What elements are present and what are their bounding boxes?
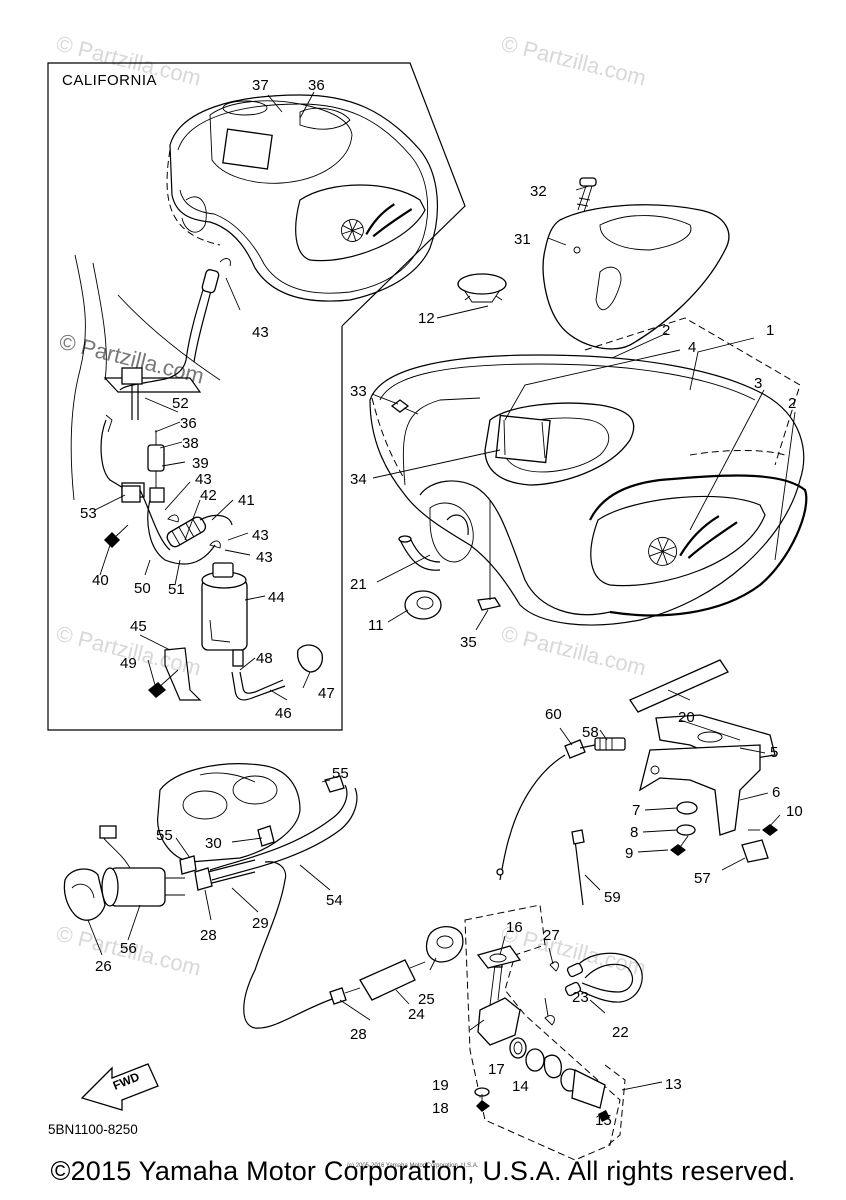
fuel-pump-assembly: [63, 763, 358, 921]
callout-8: 8: [630, 824, 638, 841]
callout-55: 55: [332, 765, 349, 782]
callout-16: 16: [506, 919, 523, 936]
leader-lines: [87, 91, 796, 1091]
callout-43: 43: [195, 471, 212, 488]
callout-14: 14: [512, 1078, 529, 1095]
callout-36: 36: [180, 415, 197, 432]
fwd-arrow: FWD: [80, 1063, 159, 1111]
callout-20: 20: [678, 709, 695, 726]
fuel-cock-assembly: [464, 904, 643, 1161]
callout-57: 57: [694, 870, 711, 887]
damper-11: [404, 590, 442, 620]
callout-56: 56: [120, 940, 137, 957]
callout-24: 24: [408, 1006, 425, 1023]
callout-7: 7: [632, 802, 640, 819]
callout-1: 1: [766, 322, 774, 339]
callout-17: 17: [488, 1061, 505, 1078]
callout-31: 31: [514, 231, 531, 248]
callout-4: 4: [688, 339, 696, 356]
callout-28: 28: [350, 1026, 367, 1043]
callout-30: 30: [205, 835, 222, 852]
callout-26: 26: [95, 958, 112, 975]
callout-43: 43: [256, 549, 273, 566]
callout-43: 43: [252, 324, 269, 341]
callout-39: 39: [192, 455, 209, 472]
callout-21: 21: [350, 576, 367, 593]
holder-25: [425, 926, 464, 963]
watermark: © Partzilla.com: [499, 621, 649, 681]
callout-50: 50: [134, 580, 151, 597]
watermark: © Partzilla.com: [499, 31, 649, 91]
callout-5: 5: [770, 744, 778, 761]
california-fuel-tank: [166, 94, 438, 302]
callout-28: 28: [200, 927, 217, 944]
callout-37: 37: [252, 77, 269, 94]
callout-2: 2: [788, 395, 796, 412]
main-fuel-tank: [369, 354, 808, 626]
callout-33: 33: [350, 383, 367, 400]
assembly-1-bracket: [584, 317, 801, 466]
callout-43: 43: [252, 527, 269, 544]
choke-cable: [496, 737, 626, 906]
callout-32: 32: [530, 183, 547, 200]
callout-13: 13: [665, 1076, 682, 1093]
callout-9: 9: [625, 845, 633, 862]
callout-36: 36: [308, 77, 325, 94]
callout-29: 29: [252, 915, 269, 932]
callout-18: 18: [432, 1100, 449, 1117]
callout-42: 42: [200, 487, 217, 504]
callout-44: 44: [268, 589, 285, 606]
callout-23: 23: [572, 989, 589, 1006]
callout-34: 34: [350, 471, 367, 488]
callout-22: 22: [612, 1024, 629, 1041]
callout-46: 46: [275, 705, 292, 722]
watermark-layer: © Partzilla.com © Partzilla.com © Partzi…: [54, 31, 649, 981]
assembly-13-bracket: [604, 1064, 626, 1146]
callout-15: 15: [595, 1112, 612, 1129]
callout-47: 47: [318, 685, 335, 702]
callout-10: 10: [786, 803, 803, 820]
california-label: CALIFORNIA: [62, 72, 158, 89]
callout-60: 60: [545, 706, 562, 723]
california-inset-frame: [47, 62, 466, 731]
callout-2: 2: [662, 322, 670, 339]
callout-38: 38: [182, 435, 199, 452]
cap-12: [457, 273, 507, 303]
hose-21: [398, 535, 441, 571]
callout-12: 12: [418, 310, 435, 327]
callout-3: 3: [754, 375, 762, 392]
callout-51: 51: [168, 581, 185, 598]
callout-55: 55: [156, 827, 173, 844]
callout-19: 19: [432, 1077, 449, 1094]
callout-59: 59: [604, 889, 621, 906]
california-evap-system: [70, 254, 324, 701]
bolt-33: [390, 399, 419, 415]
callout-45: 45: [130, 618, 147, 635]
callout-41: 41: [238, 492, 255, 509]
pad-35: [477, 500, 502, 611]
callout-labels: 1 2 2 3 4 5 6 7 8 9 10 11 12 13 14 15 16…: [80, 77, 803, 1129]
callout-40: 40: [92, 572, 109, 589]
diagram-code: 5BN1100-8250: [48, 1122, 138, 1137]
callout-58: 58: [582, 724, 599, 741]
callout-11: 11: [368, 617, 384, 634]
callout-27: 27: [543, 927, 560, 944]
callout-52: 52: [172, 395, 189, 412]
copyright-footer: ©2015 Yamaha Motor Corporation, U.S.A. A…: [50, 1156, 796, 1186]
callout-53: 53: [80, 505, 97, 522]
callout-6: 6: [772, 784, 780, 801]
callout-35: 35: [460, 634, 477, 651]
callout-25: 25: [418, 991, 435, 1008]
tank-bracket: [638, 714, 778, 863]
fuel-filter-24: [344, 959, 426, 1001]
tank-cover-31: [542, 204, 730, 350]
callout-48: 48: [256, 650, 273, 667]
screw-32: [576, 177, 597, 213]
fuel-hose-28: [243, 861, 347, 1029]
callout-49: 49: [120, 655, 137, 672]
callout-54: 54: [326, 892, 343, 909]
damper-20: [629, 659, 729, 713]
fine-print-copyright: (c) 2005-2016 Yamaha Motor Corporation, …: [347, 1163, 479, 1169]
